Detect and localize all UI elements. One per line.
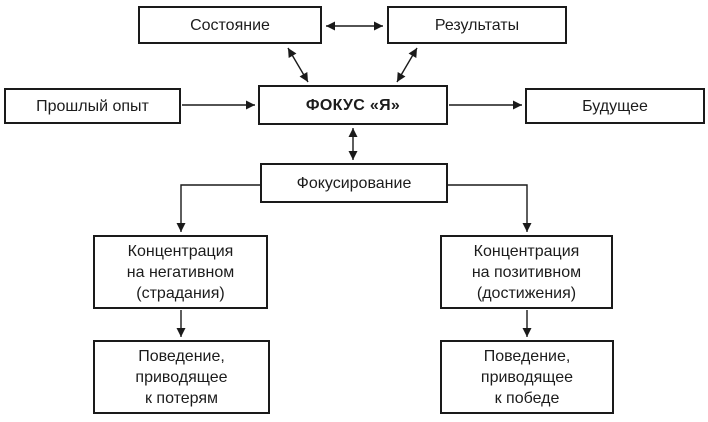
node-behavior-loss: Поведение, приводящее к потерям xyxy=(93,340,270,414)
node-positive-concentration: Концентрация на позитивном (достижения) xyxy=(440,235,613,309)
node-future: Будущее xyxy=(525,88,705,124)
node-results: Результаты xyxy=(387,6,567,44)
node-focusing: Фокусирование xyxy=(260,163,448,203)
arrow-state-focus xyxy=(287,47,309,83)
arrow-focusing-negative xyxy=(176,184,260,232)
arrow-focusing-positive xyxy=(448,184,532,232)
node-focus-self: ФОКУС «Я» xyxy=(258,85,448,125)
node-negative-concentration: Концентрация на негативном (страдания) xyxy=(93,235,268,309)
arrow-results-focus xyxy=(396,47,418,83)
node-past-experience: Прошлый опыт xyxy=(4,88,181,124)
node-state: Состояние xyxy=(138,6,322,44)
node-behavior-win: Поведение, приводящее к победе xyxy=(440,340,614,414)
